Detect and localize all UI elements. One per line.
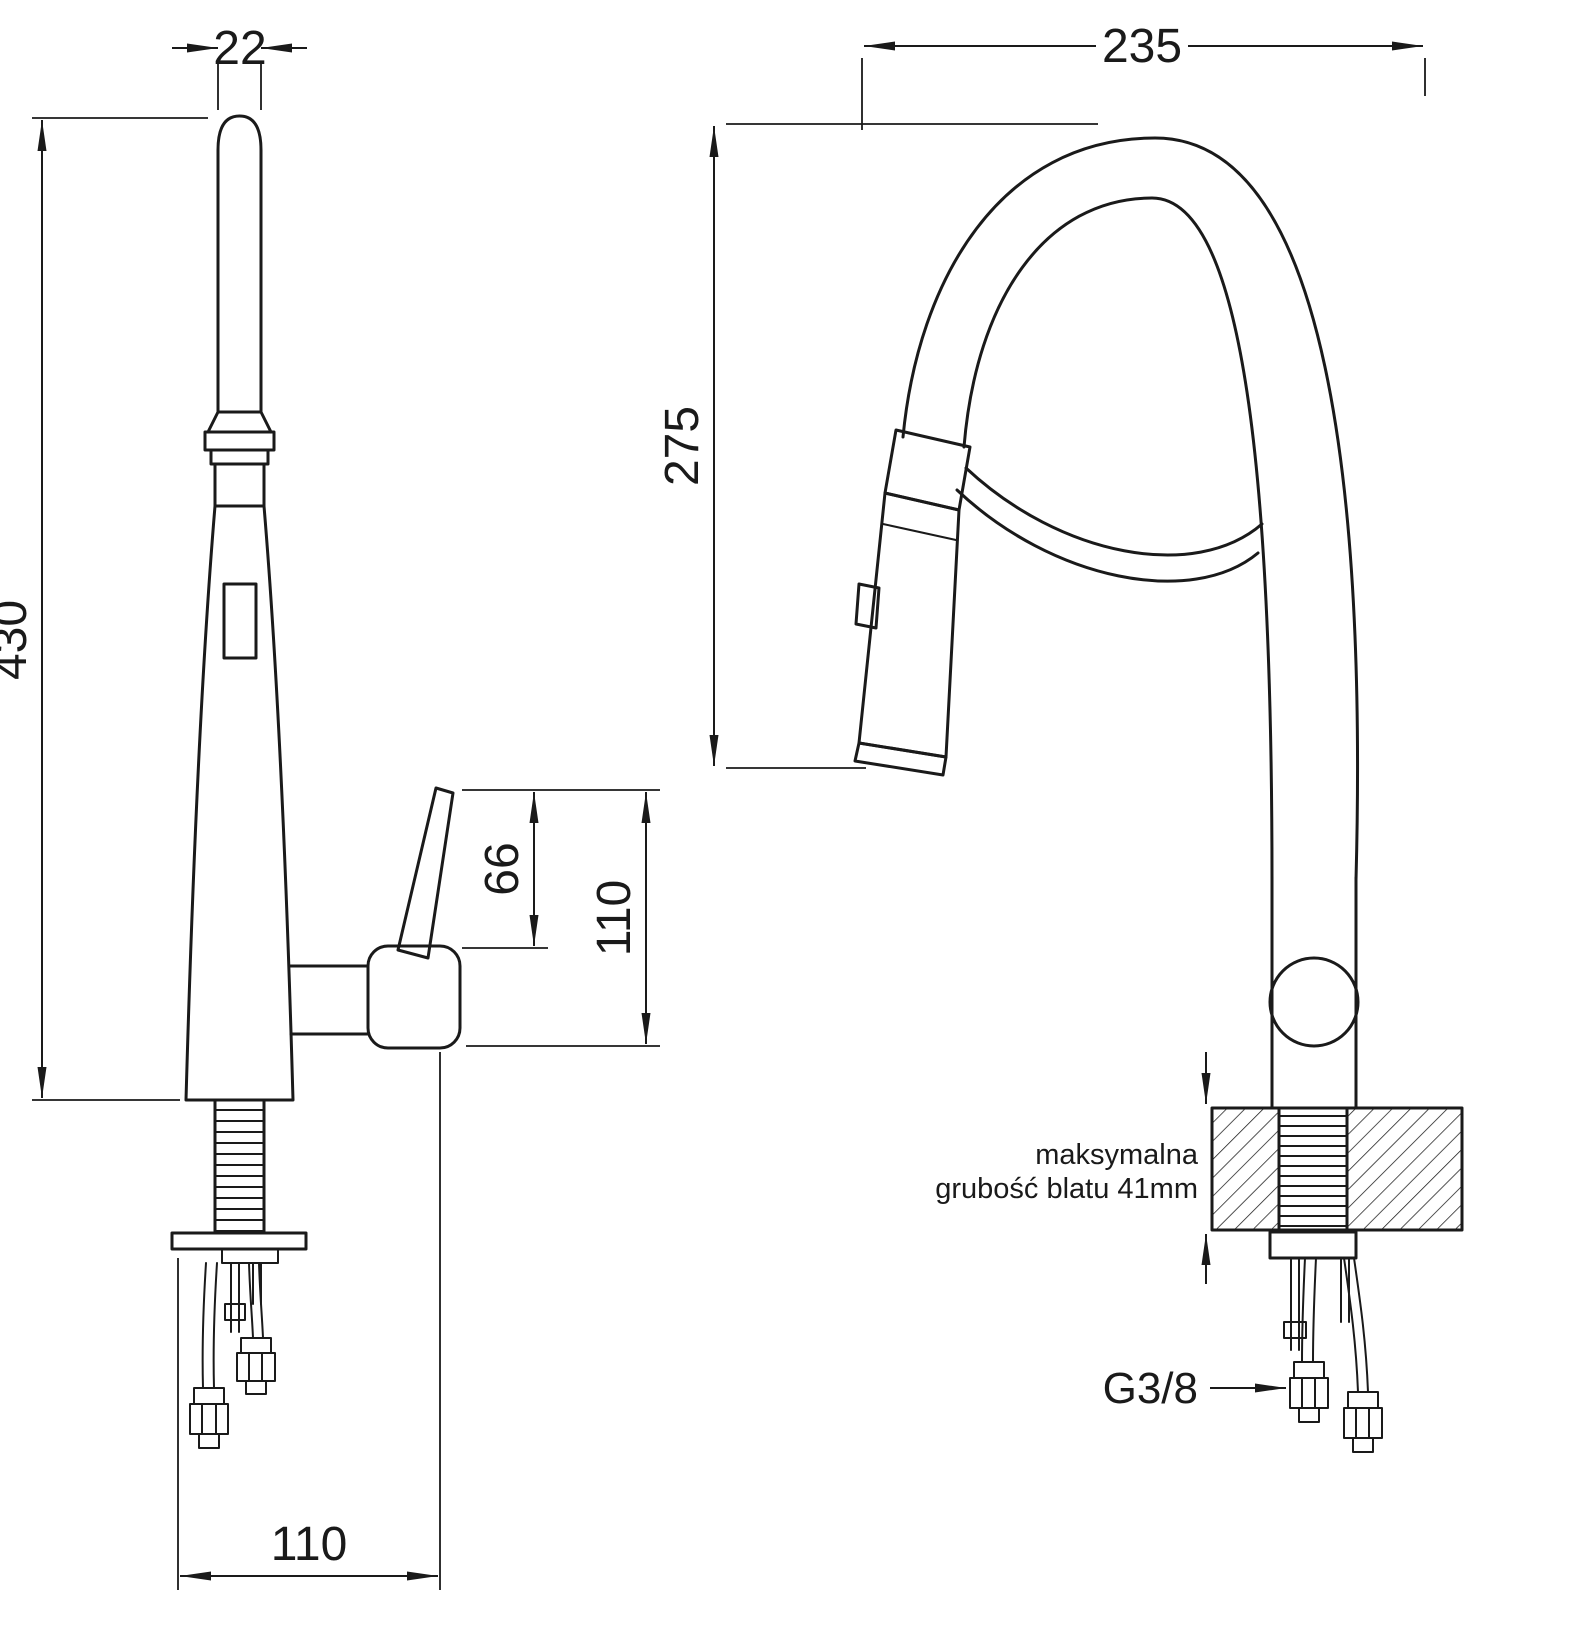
- counter-note-line2: grubość blatu 41mm: [935, 1173, 1198, 1205]
- hose-fitting-left: [1293, 1361, 1325, 1379]
- countertop-outline: [1210, 1106, 1464, 1232]
- supply-hose-left: [1301, 1257, 1317, 1363]
- stud-nut: [224, 1303, 246, 1321]
- dim-label-base-depth: 110: [271, 1518, 348, 1571]
- counter-hatch-right: [1347, 1108, 1462, 1230]
- extension-line: [861, 58, 1426, 130]
- hose-nut-left-facets: [1301, 1377, 1316, 1409]
- spray-head-collar: [883, 428, 972, 512]
- dimension-base-depth: 110: [177, 1052, 441, 1590]
- hose-nut-left-facets: [201, 1403, 217, 1435]
- right-view-faucet: [853, 136, 1464, 1453]
- mounting-nut: [1268, 1230, 1358, 1260]
- supply-hose-left: [201, 1262, 218, 1389]
- extension-line: [217, 62, 262, 110]
- hose-tip-left: [1298, 1407, 1320, 1423]
- gooseneck-outer: [901, 136, 1360, 882]
- supply-hose-right: [248, 1262, 264, 1339]
- dim-label-total-height: 430: [0, 600, 37, 680]
- spray-head-button: [854, 582, 881, 630]
- hose-tip-right: [245, 1380, 267, 1395]
- base-flange: [170, 1231, 308, 1251]
- dimension-head-height: 110: [466, 792, 660, 1047]
- connector-thread-annotation: G3/8: [1103, 1364, 1286, 1413]
- hose-nut-right-facets: [248, 1352, 263, 1382]
- spray-head-seam: [882, 523, 957, 541]
- hose-nut-right: [1343, 1407, 1383, 1439]
- counter-thickness-annotation: maksymalna grubość blatu 41mm: [935, 1052, 1211, 1284]
- spray-head-nozzle: [853, 741, 948, 777]
- hose-nut-right: [236, 1352, 276, 1382]
- hose-fitting-right: [240, 1337, 272, 1354]
- hose-fitting-right: [1347, 1391, 1379, 1409]
- supply-hose-right: [1343, 1257, 1369, 1393]
- hose-fitting-left: [193, 1387, 225, 1405]
- mounting-studs: [1290, 1257, 1350, 1351]
- under-flange-plate: [221, 1248, 279, 1264]
- shank-thread-lines: [1278, 1115, 1348, 1227]
- dim-label-lever-height: 66: [476, 842, 529, 895]
- dim-label-spout-height: 275: [656, 406, 709, 486]
- left-view-faucet: [170, 114, 462, 1449]
- hose-nut-left: [189, 1403, 229, 1435]
- body-knob: [1268, 956, 1360, 1048]
- body-window: [222, 582, 258, 660]
- hose-nut-right-facets: [1355, 1407, 1370, 1439]
- mounting-studs: [230, 1262, 262, 1333]
- hose-nut-left: [1289, 1377, 1329, 1409]
- extension-line: [726, 123, 1098, 769]
- shank-through-counter: [1277, 1106, 1349, 1234]
- counter-hatch-left: [1212, 1108, 1279, 1230]
- gooseneck-inner: [962, 196, 1274, 882]
- connector-thread-label: G3/8: [1103, 1364, 1198, 1413]
- spout-tube: [216, 114, 263, 414]
- flexible-hose: [955, 466, 1264, 583]
- stud-nut: [1283, 1321, 1307, 1339]
- body-column: [1270, 876, 1358, 1110]
- extension-line: [462, 789, 660, 949]
- handle-housing: [366, 944, 462, 1050]
- hose-tip-left: [198, 1433, 220, 1449]
- counter-note-line1: maksymalna: [1035, 1139, 1199, 1171]
- handle-lever: [396, 786, 455, 960]
- aerator-rings: [203, 410, 276, 508]
- dimension-spout-width: 22: [172, 22, 307, 110]
- dimension-lever-height: 66: [462, 789, 660, 949]
- dim-label-spout-reach: 235: [1102, 20, 1182, 73]
- extension-line: [32, 117, 208, 1101]
- handle-connector: [287, 964, 370, 1036]
- shank-thread-lines: [214, 1109, 265, 1232]
- spray-head-body: [857, 491, 961, 759]
- dimension-spout-reach: 235: [861, 20, 1426, 130]
- dimension-spout-height: 275: [656, 123, 1098, 769]
- dim-label-spout-width: 22: [213, 22, 266, 75]
- threaded-shank: [213, 1098, 266, 1235]
- hose-tip-right: [1352, 1437, 1374, 1453]
- dim-label-head-height: 110: [588, 880, 641, 957]
- dimension-total-height: 430: [0, 117, 208, 1101]
- faucet-body-cone: [184, 504, 295, 1102]
- extension-line: [177, 1052, 441, 1590]
